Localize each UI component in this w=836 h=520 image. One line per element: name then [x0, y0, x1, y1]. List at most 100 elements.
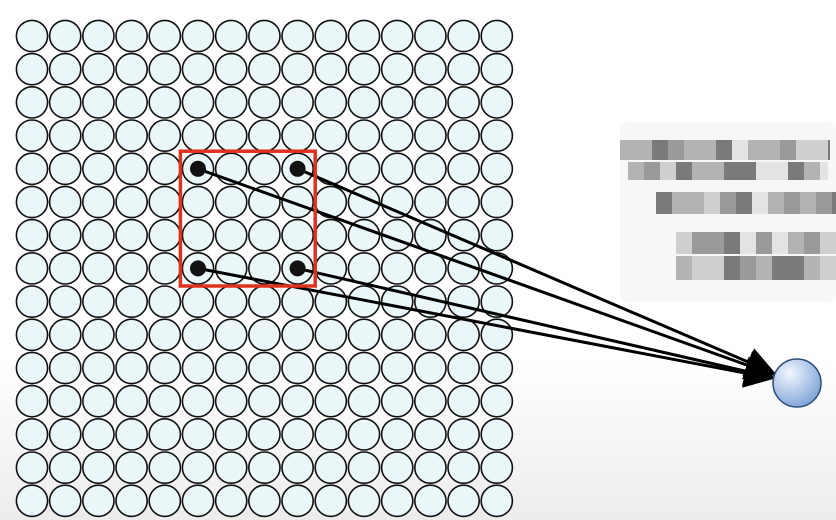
input-neuron — [115, 86, 149, 119]
input-neuron — [247, 417, 281, 451]
pixelated-block — [652, 140, 668, 160]
input-neuron — [115, 484, 149, 518]
input-neuron — [181, 119, 215, 153]
pixelated-block — [668, 140, 684, 160]
pixelated-block — [812, 140, 828, 160]
input-neuron — [214, 451, 248, 485]
input-neuron — [281, 52, 315, 86]
input-neuron — [447, 152, 481, 186]
input-neuron — [281, 185, 315, 219]
input-neuron — [148, 351, 182, 385]
input-neuron — [380, 52, 414, 86]
input-neuron — [115, 218, 149, 252]
input-neuron — [115, 384, 149, 418]
input-neuron — [214, 484, 248, 518]
input-neuron — [413, 384, 447, 418]
input-neuron — [413, 19, 447, 53]
input-neuron — [314, 484, 348, 518]
input-neuron — [380, 351, 414, 385]
input-neuron — [214, 19, 248, 53]
input-neuron — [247, 251, 281, 285]
input-neuron — [82, 285, 115, 319]
input-neuron — [115, 451, 149, 485]
input-neuron — [181, 384, 215, 418]
input-neuron — [148, 185, 182, 219]
input-neuron — [48, 417, 82, 451]
highlighted-neuron-dot — [190, 160, 206, 177]
input-neuron — [82, 384, 115, 418]
input-neuron — [48, 384, 82, 418]
input-neuron — [115, 351, 149, 385]
input-neuron — [480, 384, 514, 418]
input-neuron — [181, 451, 215, 485]
input-neuron — [148, 384, 182, 418]
pixelated-block — [676, 162, 692, 180]
input-neuron — [447, 318, 481, 352]
input-neuron — [148, 86, 182, 119]
input-neuron — [247, 451, 281, 485]
pixelated-block — [828, 140, 830, 160]
input-neuron — [347, 119, 381, 153]
input-neuron — [48, 19, 82, 53]
input-neuron — [148, 318, 182, 352]
input-neuron — [281, 351, 315, 385]
input-neuron — [148, 484, 182, 518]
input-neuron — [181, 318, 215, 352]
pixelated-block — [804, 256, 820, 280]
input-neuron — [480, 185, 514, 219]
input-neuron — [347, 417, 381, 451]
input-neuron — [214, 417, 248, 451]
input-neuron — [82, 185, 115, 219]
input-neuron — [82, 86, 115, 119]
pixelated-block — [780, 140, 796, 160]
input-neuron — [148, 119, 182, 153]
input-neuron — [148, 52, 182, 86]
input-neuron — [82, 218, 115, 252]
input-neuron — [281, 86, 315, 119]
input-neuron — [413, 318, 447, 352]
input-neuron — [247, 152, 281, 186]
input-neuron — [15, 251, 49, 285]
input-neuron — [480, 285, 514, 319]
connection-arrow — [297, 167, 776, 376]
pixelated-block — [816, 192, 832, 214]
input-neuron — [480, 19, 514, 53]
input-neuron — [480, 417, 514, 451]
input-neuron — [314, 451, 348, 485]
input-neuron — [380, 86, 414, 119]
pixelated-block — [688, 192, 704, 214]
input-neuron — [115, 417, 149, 451]
input-neuron — [148, 19, 182, 53]
input-neuron — [15, 384, 49, 418]
input-neuron — [480, 86, 514, 119]
input-neuron — [115, 152, 149, 186]
input-neuron — [447, 19, 481, 53]
input-neuron — [48, 318, 82, 352]
input-neuron — [15, 119, 49, 153]
input-neuron — [148, 218, 182, 252]
input-neuron — [48, 351, 82, 385]
input-neuron — [48, 86, 82, 119]
input-neuron — [281, 19, 315, 53]
input-neuron — [347, 351, 381, 385]
input-neuron — [48, 185, 82, 219]
pixelated-block — [708, 162, 724, 180]
input-neuron — [15, 285, 49, 319]
pixelated-block — [772, 256, 788, 280]
input-neuron — [314, 19, 348, 53]
input-neuron — [413, 119, 447, 153]
input-neuron — [447, 119, 481, 153]
input-neuron — [314, 351, 348, 385]
input-neuron — [380, 384, 414, 418]
input-neuron — [347, 318, 381, 352]
pixelated-block — [720, 192, 736, 214]
pixelated-block — [820, 162, 828, 180]
input-neuron — [247, 119, 281, 153]
input-neuron — [48, 451, 82, 485]
input-neuron — [48, 52, 82, 86]
input-neuron — [148, 417, 182, 451]
pixelated-block — [768, 192, 784, 214]
pixelated-block — [788, 232, 804, 254]
input-neuron — [15, 218, 49, 252]
pixelated-block — [620, 140, 636, 160]
